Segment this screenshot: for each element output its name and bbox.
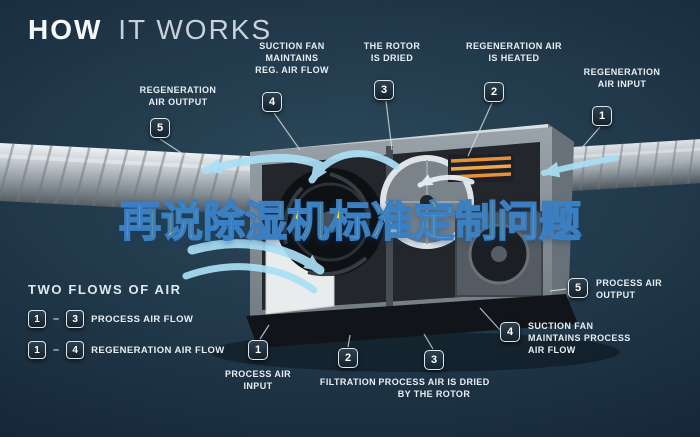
callout-suction-fan-reg-label: SUCTION FAN MAINTAINS REG. AIR FLOW <box>255 41 329 76</box>
callout-suction-fan-process-badge: 4 <box>500 322 520 342</box>
callout-process-air-input-label: PROCESS AIR INPUT <box>224 369 292 392</box>
regen-input-arrow <box>541 155 619 178</box>
machine-base <box>246 294 578 348</box>
legend-badge-regen-to: 4 <box>66 341 85 359</box>
legend-badge-process-from: 1 <box>28 310 46 328</box>
callout-regen-air-heated-badge: 2 <box>484 82 504 102</box>
callout-rotor-dried-badge: 3 <box>374 80 394 100</box>
watermark-text: 再说除湿机标准定制问题 <box>118 196 582 247</box>
callout-regeneration-air-output-label: REGENERATION AIR OUTPUT <box>139 85 217 108</box>
callout-rotor-dried-label: THE ROTOR IS DRIED <box>363 41 421 64</box>
page-title: HOW IT WORKS <box>28 14 272 46</box>
callout-suction-fan-process-label: SUCTION FAN MAINTAINS PROCESS AIR FLOW <box>528 321 631 356</box>
fan-inlet-arrow <box>308 150 400 184</box>
rotor-arrow <box>417 174 475 188</box>
legend-dash: – <box>53 344 60 356</box>
title-how: HOW <box>28 14 103 45</box>
callout-process-air-input-badge: 1 <box>248 340 268 360</box>
right-duct <box>554 138 700 192</box>
process-inlet-arrow <box>187 239 325 275</box>
legend-badge-regen-from: 1 <box>28 341 46 359</box>
callout-suction-fan-reg-badge: 4 <box>262 92 282 112</box>
callout-process-air-output-label: PROCESS AIR OUTPUT <box>596 278 663 301</box>
callout-lines <box>159 100 601 350</box>
legend-dash: – <box>53 313 60 325</box>
legend-badge-process-to: 3 <box>66 310 85 328</box>
legend-row-regeneration: 1 – 4 REGENERATION AIR FLOW <box>28 341 225 359</box>
airflow-arrows <box>182 150 619 294</box>
regen-output-arrow <box>202 153 326 174</box>
left-duct <box>0 142 262 215</box>
title-it-works: IT WORKS <box>118 14 273 45</box>
callout-process-air-dried-label: PROCESS AIR IS DRIED BY THE ROTOR <box>378 377 490 400</box>
callout-regeneration-air-output-badge: 5 <box>150 118 170 138</box>
air-flow-legend: TWO FLOWS OF AIR 1 – 3 PROCESS AIR FLOW … <box>28 282 225 359</box>
legend-row-process: 1 – 3 PROCESS AIR FLOW <box>28 310 225 328</box>
legend-label-regeneration: REGENERATION AIR FLOW <box>91 344 225 356</box>
legend-heading: TWO FLOWS OF AIR <box>28 282 182 297</box>
callout-regen-air-heated-label: REGENERATION AIR IS HEATED <box>466 41 562 64</box>
callout-process-air-dried-badge: 3 <box>424 350 444 370</box>
legend-label-process: PROCESS AIR FLOW <box>91 313 194 325</box>
callout-process-air-output-badge: 5 <box>568 278 588 298</box>
callout-regeneration-air-input-label: REGENERATION AIR INPUT <box>583 67 661 90</box>
callout-filtration-label: FILTRATION <box>319 377 377 387</box>
process-inlet-arrow-2 <box>182 263 318 294</box>
callout-filtration-badge: 2 <box>338 348 358 368</box>
callout-regeneration-air-input-badge: 1 <box>592 106 612 126</box>
